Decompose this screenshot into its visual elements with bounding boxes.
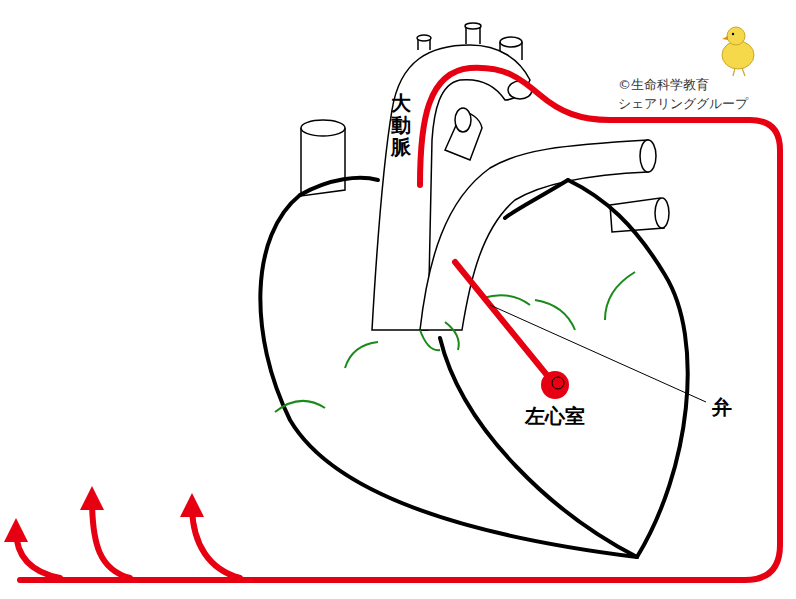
heart-outline (260, 178, 687, 557)
vessel-label: 大動脈 (391, 92, 411, 158)
label-holder: 左心室 (525, 404, 585, 428)
label-holder: ©生命科学教育 シェアリンググループ (618, 76, 783, 114)
watermark: ©生命科学教育 シェアリンググループ (618, 76, 783, 114)
label-holder: 大動脈 (391, 92, 411, 158)
valve-arcs (275, 272, 635, 412)
pulmonary-artery (420, 108, 669, 330)
label-holder: 弁 (712, 395, 732, 419)
leader-line (490, 305, 706, 402)
ventricle-dot (541, 371, 569, 399)
chick-icon (722, 27, 754, 76)
blood-flow (16, 68, 780, 580)
part-label: 弁 (712, 395, 732, 419)
chamber-label: 左心室 (525, 404, 585, 428)
